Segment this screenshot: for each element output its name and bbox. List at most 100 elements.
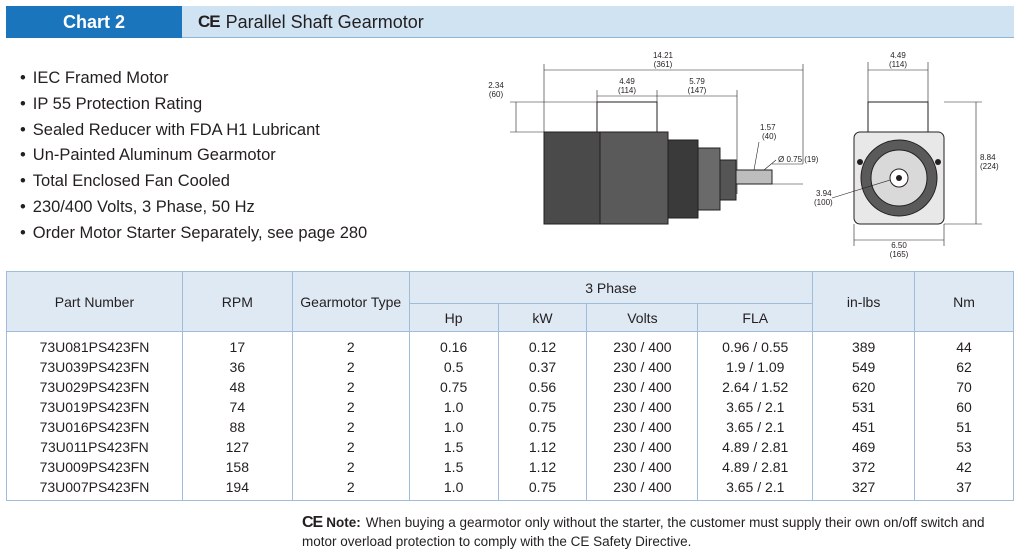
cell-kw: 1.12	[497, 437, 588, 457]
cell-volts: 230 / 400	[586, 397, 699, 417]
cell-type: 2	[291, 377, 410, 397]
chart-label: Chart 2	[6, 6, 182, 38]
cell-rpm: 48	[181, 377, 293, 397]
dim-shaft-diameter: Ø 0.75 (19)	[778, 155, 819, 164]
header-fla: FLA	[697, 303, 814, 332]
chart-header: Chart 2 CE Parallel Shaft Gearmotor	[6, 6, 1014, 38]
feature-list: IEC Framed Motor IP 55 Protection Rating…	[20, 66, 367, 247]
feature-item: IEC Framed Motor	[20, 66, 367, 92]
ce-mark-icon: CE	[302, 514, 323, 531]
end-center-height: 3.94	[816, 189, 832, 198]
cell-type: 2	[291, 457, 410, 477]
cell-nm: 60	[914, 397, 1014, 417]
cell-nm: 53	[914, 437, 1014, 457]
dim-overall-length: 14.21	[653, 51, 674, 60]
cell-in-lbs: 389	[812, 331, 916, 357]
cell-hp: 1.0	[408, 397, 499, 417]
cell-part: 73U081PS423FN	[6, 331, 183, 357]
cell-fla: 3.65 / 2.1	[697, 397, 814, 417]
cell-rpm: 158	[181, 457, 293, 477]
cell-hp: 0.75	[408, 377, 499, 397]
cell-part: 73U007PS423FN	[6, 477, 183, 501]
cell-rpm: 17	[181, 331, 293, 357]
cell-hp: 1.5	[408, 437, 499, 457]
cell-nm: 62	[914, 357, 1014, 377]
cell-hp: 1.0	[408, 417, 499, 437]
cell-part: 73U029PS423FN	[6, 377, 183, 397]
cell-rpm: 36	[181, 357, 293, 377]
cell-hp: 1.0	[408, 477, 499, 501]
dim-height: 2.34	[488, 81, 504, 90]
cell-fla: 3.65 / 2.1	[697, 477, 814, 501]
header-nm: Nm	[914, 271, 1014, 332]
cell-type: 2	[291, 437, 410, 457]
cell-kw: 0.75	[497, 417, 588, 437]
cell-kw: 0.75	[497, 477, 588, 501]
side-view-drawing: 14.21 (361) 4.49 (114) 5.79 (147) 2.34 (…	[488, 51, 819, 225]
cell-kw: 0.56	[497, 377, 588, 397]
header-kw: kW	[497, 303, 588, 332]
dim-shaft-height-mm: (40)	[762, 132, 777, 141]
cell-fla: 3.65 / 2.1	[697, 417, 814, 437]
cell-type: 2	[291, 397, 410, 417]
cell-volts: 230 / 400	[586, 357, 699, 377]
cell-volts: 230 / 400	[586, 437, 699, 457]
cell-type: 2	[291, 331, 410, 357]
cell-volts: 230 / 400	[586, 477, 699, 501]
cell-part: 73U016PS423FN	[6, 417, 183, 437]
cell-kw: 1.12	[497, 457, 588, 477]
header-rpm: RPM	[181, 271, 293, 332]
cell-in-lbs: 372	[812, 457, 916, 477]
feature-item: IP 55 Protection Rating	[20, 92, 367, 118]
cell-in-lbs: 469	[812, 437, 916, 457]
table-row: 73U019PS423FN 74 2 1.0 0.75 230 / 400 3.…	[6, 397, 1014, 417]
cell-fla: 1.9 / 1.09	[697, 357, 814, 377]
header-in-lbs: in-lbs	[812, 271, 916, 332]
cell-in-lbs: 620	[812, 377, 916, 397]
cell-part: 73U011PS423FN	[6, 437, 183, 457]
end-center-height-mm: (100)	[814, 198, 833, 207]
cell-type: 2	[291, 357, 410, 377]
cell-in-lbs: 451	[812, 417, 916, 437]
ce-mark-icon: CE	[198, 12, 221, 31]
header-volts: Volts	[586, 303, 699, 332]
title-text: Parallel Shaft Gearmotor	[225, 11, 424, 32]
cell-nm: 37	[914, 477, 1014, 501]
end-view-drawing: 4.49 (114) 8.84 (224) 3.94 (100) 6.50 (1…	[814, 51, 999, 259]
cell-fla: 4.89 / 2.81	[697, 437, 814, 457]
cell-hp: 1.5	[408, 457, 499, 477]
table-row: 73U081PS423FN 17 2 0.16 0.12 230 / 400 0…	[6, 331, 1014, 357]
cell-hp: 0.16	[408, 331, 499, 357]
dim-b-mm: (147)	[688, 86, 707, 95]
cell-part: 73U019PS423FN	[6, 397, 183, 417]
table-row: 73U016PS423FN 88 2 1.0 0.75 230 / 400 3.…	[6, 417, 1014, 437]
end-total-height: 8.84	[980, 153, 996, 162]
table-row: 73U007PS423FN 194 2 1.0 0.75 230 / 400 3…	[6, 477, 1014, 501]
cell-nm: 51	[914, 417, 1014, 437]
dim-a: 4.49	[619, 77, 635, 86]
header-part-number: Part Number	[6, 271, 183, 332]
feature-item: 230/400 Volts, 3 Phase, 50 Hz	[20, 195, 367, 221]
note-text: When buying a gearmotor only without the…	[302, 515, 985, 549]
header-three-phase: 3 Phase	[408, 271, 814, 304]
end-top-width-mm: (114)	[889, 60, 907, 69]
feature-item: Total Enclosed Fan Cooled	[20, 169, 367, 195]
dim-height-mm: (60)	[489, 90, 504, 99]
cell-part: 73U009PS423FN	[6, 457, 183, 477]
cell-rpm: 194	[181, 477, 293, 501]
cell-rpm: 127	[181, 437, 293, 457]
table-row: 73U039PS423FN 36 2 0.5 0.37 230 / 400 1.…	[6, 357, 1014, 377]
cell-fla: 2.64 / 1.52	[697, 377, 814, 397]
table-row: 73U009PS423FN 158 2 1.5 1.12 230 / 400 4…	[6, 457, 1014, 477]
dimension-drawing: 14.21 (361) 4.49 (114) 5.79 (147) 2.34 (…	[488, 51, 999, 259]
cell-volts: 230 / 400	[586, 417, 699, 437]
cell-hp: 0.5	[408, 357, 499, 377]
feature-item: Order Motor Starter Separately, see page…	[20, 221, 367, 247]
cell-volts: 230 / 400	[586, 377, 699, 397]
dim-overall-length-mm: (361)	[654, 60, 673, 69]
cell-kw: 0.75	[497, 397, 588, 417]
cell-volts: 230 / 400	[586, 457, 699, 477]
spec-table: Part Number RPM Gearmotor Type 3 Phase i…	[6, 271, 1014, 501]
feature-item: Un-Painted Aluminum Gearmotor	[20, 143, 367, 169]
